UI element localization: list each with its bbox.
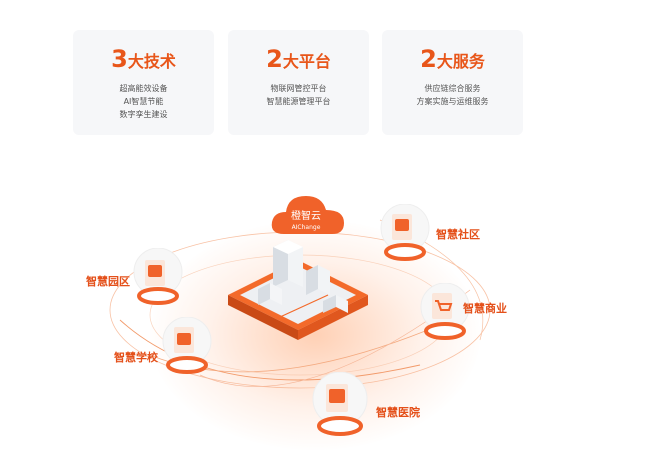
card-heading: 2大服务	[382, 44, 523, 74]
cloud-sub: AIChange	[292, 224, 321, 231]
scene-label-commerce: 智慧商业	[463, 302, 507, 315]
card-number: 3	[111, 45, 128, 73]
card-line: AI智慧节能	[123, 97, 164, 106]
card-line: 供应链综合服务	[424, 84, 481, 93]
shopping-cart-icon	[420, 283, 470, 340]
card-line: 方案实施与运维服务	[416, 97, 489, 106]
card-heading: 2大平台	[228, 44, 369, 74]
school-icon	[162, 317, 212, 374]
cloud-brand: 橙智云	[291, 209, 321, 222]
card-heading: 3大技术	[73, 44, 214, 74]
card-title: 大服务	[436, 52, 485, 71]
hospital-icon	[312, 372, 368, 436]
card-title: 大技术	[127, 52, 176, 71]
card-line: 物联网管控平台	[270, 84, 327, 93]
scene-label-school: 智慧学校	[114, 351, 158, 364]
card-line: 超高能效设备	[119, 84, 168, 93]
card-platform: 2大平台 物联网管控平台 智慧能源管理平台	[228, 30, 369, 135]
scene-label-hospital: 智慧医院	[376, 406, 420, 419]
park-icon	[133, 248, 183, 305]
community-icon	[380, 204, 430, 261]
card-number: 2	[266, 45, 283, 73]
card-technology: 3大技术 超高能效设备 AI智慧节能 数字孪生建设	[73, 30, 214, 135]
card-number: 2	[420, 45, 437, 73]
card-title: 大平台	[282, 52, 331, 71]
ecosystem-illustration: 橙智云 AIChange 智慧园区 智慧社区 智慧商业 智慧学校	[0, 150, 656, 464]
card-line: 数字孪生建设	[119, 110, 168, 119]
scene-label-community: 智慧社区	[436, 228, 480, 241]
smart-platform-isometric	[228, 240, 368, 340]
cloud-icon: 橙智云 AIChange	[271, 196, 344, 234]
card-service: 2大服务 供应链综合服务 方案实施与运维服务	[382, 30, 523, 135]
scene-label-park: 智慧园区	[86, 275, 130, 288]
card-line: 智慧能源管理平台	[266, 97, 331, 106]
